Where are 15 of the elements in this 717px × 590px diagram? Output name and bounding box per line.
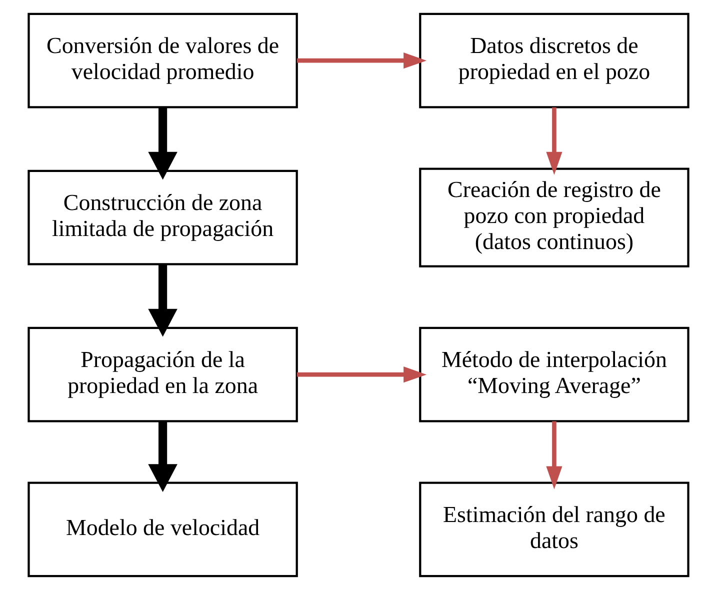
arrow bbox=[546, 107, 562, 175]
arrow bbox=[148, 107, 178, 180]
node-box: Conversión de valores de velocidad promedio bbox=[28, 12, 298, 108]
node-box: Datos discretos de propiedad en el pozo bbox=[419, 12, 690, 108]
node-box: Estimación del rango de datos bbox=[419, 482, 690, 578]
arrow bbox=[148, 264, 178, 337]
arrow bbox=[296, 52, 427, 69]
arrow bbox=[546, 421, 562, 490]
arrow bbox=[296, 366, 427, 383]
node-box: Propagación de la propiedad en la zona bbox=[28, 326, 298, 422]
node-box: Método de interpolación “Moving Average” bbox=[419, 326, 690, 422]
node-box: Modelo de velocidad bbox=[28, 482, 298, 578]
arrow bbox=[148, 421, 178, 492]
node-box: Creación de registro de pozo con propiedad (datos continuos) bbox=[419, 168, 690, 268]
node-box: Construcción de zona limitada de propagación bbox=[28, 170, 298, 266]
